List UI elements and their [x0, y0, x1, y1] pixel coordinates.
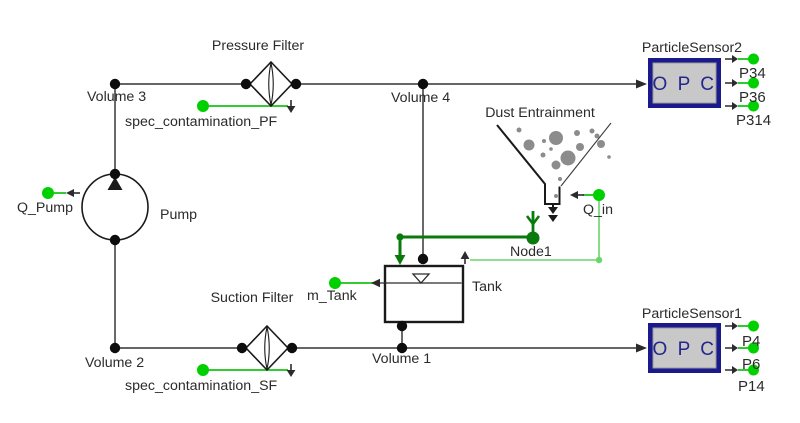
qin-routing[interactable] [460, 196, 603, 264]
dust-particles [516, 127, 611, 198]
tank-port-up-arrow-icon [460, 251, 470, 259]
left-arrow-icon [66, 189, 74, 197]
port-label-p14: P14 [738, 378, 765, 395]
node1-corner-dot[interactable] [396, 233, 404, 241]
down-arrow-icon [286, 106, 296, 113]
sensor-output-ports[interactable] [725, 53, 759, 112]
port-label-p6: P6 [742, 356, 760, 373]
volume3-label: Volume 3 [87, 89, 146, 105]
pump-component[interactable] [81, 173, 149, 241]
signal-q-pump[interactable] [42, 187, 80, 199]
signal-dot[interactable] [329, 277, 341, 289]
pressure-filter-component[interactable] [248, 60, 294, 108]
dust-entrainment-component[interactable] [496, 122, 612, 222]
suction-filter-label: Suction Filter [211, 290, 294, 306]
left-arrow-icon [570, 191, 578, 199]
dust-entrainment-label: Dust Entrainment [485, 105, 595, 121]
volume1-label: Volume 1 [372, 351, 431, 367]
junction-dot-tank-top[interactable] [417, 253, 429, 265]
spec-contamination-sf-label: spec_contamination_SF [125, 378, 278, 394]
port-dot[interactable] [748, 364, 759, 376]
sensor-face[interactable] [652, 327, 717, 369]
junction-dot-sf-right[interactable] [286, 342, 298, 354]
signal-q-in[interactable] [570, 189, 605, 201]
port-dot[interactable] [748, 342, 759, 354]
qin-corner-dot[interactable] [595, 256, 603, 264]
arrow-into-sensor1 [636, 343, 647, 353]
particle-sensor1-label: ParticleSensor1 [642, 306, 742, 322]
sensor-face[interactable] [652, 62, 717, 104]
node1-connections[interactable] [394, 211, 541, 265]
arrow-into-sensor2 [636, 79, 647, 89]
signal-spec-contamination-pf[interactable] [197, 100, 296, 113]
particle-sensor1-component[interactable]: O P C P4 P6 P14 [648, 320, 765, 396]
port-dot[interactable] [748, 77, 759, 89]
signal-dot[interactable] [197, 100, 209, 112]
junction-dot-pump-top[interactable] [109, 168, 121, 180]
q-in-label: Q_in [583, 202, 613, 218]
funnel-right-wall[interactable] [560, 122, 612, 187]
node1-arrow-into-tank-icon [394, 255, 406, 265]
port-label-p34: P34 [739, 65, 766, 82]
tank-level-icon [411, 273, 431, 284]
sensor-opc-text: O P C [653, 74, 717, 95]
junction-dot-pf-right[interactable] [290, 78, 302, 90]
port-dot[interactable] [748, 320, 759, 332]
funnel-outlet-arrow2-icon [548, 215, 558, 222]
particle-sensor2-component[interactable]: O P C P34 P36 P314 [648, 53, 771, 130]
junction-dot-volume3[interactable] [109, 78, 121, 90]
sensor-opc-text: O P C [653, 339, 717, 360]
junction-dot-tank-bottom[interactable] [396, 320, 408, 332]
q-pump-label: Q_Pump [17, 200, 73, 216]
down-arrow-icon [286, 370, 296, 377]
hydraulic-lines[interactable] [114, 83, 636, 349]
funnel-left-wall[interactable] [496, 124, 561, 205]
pump-label: Pump [160, 207, 197, 223]
port-label-p4: P4 [742, 333, 760, 350]
port-arrow-icon [732, 322, 738, 330]
suction-filter-component[interactable] [244, 324, 290, 372]
filter-element-icon [268, 62, 274, 106]
volume2-label: Volume 2 [85, 355, 144, 371]
funnel-outlet-arrow-icon [548, 207, 558, 214]
particle-sensor2-label: ParticleSensor2 [642, 40, 742, 56]
filter-element-icon [264, 326, 270, 370]
signal-spec-contamination-sf[interactable] [197, 364, 296, 377]
junction-dot-volume4[interactable] [417, 78, 429, 90]
pressure-filter-label: Pressure Filter [212, 38, 305, 54]
filter-diamond[interactable] [244, 324, 290, 372]
node1-label: Node1 [510, 244, 552, 260]
port-label-p36: P36 [739, 89, 766, 106]
spec-contamination-pf-label: spec_contamination_PF [125, 114, 278, 130]
node1-down-arrow-icon [525, 215, 541, 227]
node1-node-dot[interactable] [526, 231, 540, 245]
signal-m-tank[interactable] [329, 277, 380, 289]
port-arrow-icon [732, 366, 738, 374]
pump-direction-icon [107, 177, 123, 190]
signal-dot[interactable] [197, 364, 209, 376]
tank-label: Tank [472, 279, 503, 295]
port-label-p314: P314 [736, 112, 771, 129]
junction-dot-volume1[interactable] [396, 342, 408, 354]
junction-dot-volume2[interactable] [109, 342, 121, 354]
port-arrow-icon [732, 102, 738, 110]
port-dot[interactable] [748, 100, 759, 112]
sensor-output-ports[interactable] [725, 320, 759, 376]
volume4-label: Volume 4 [391, 90, 450, 106]
m-tank-label: m_Tank [307, 288, 358, 304]
port-arrow-icon [732, 55, 738, 63]
junction-dot-sf-left[interactable] [236, 342, 248, 354]
filter-diamond[interactable] [248, 60, 294, 108]
port-dot[interactable] [748, 53, 759, 65]
port-arrow-icon [732, 344, 738, 352]
signal-dot[interactable] [593, 189, 605, 201]
junction-dots[interactable] [109, 78, 429, 354]
port-arrow-icon [732, 79, 738, 87]
tank-component[interactable] [377, 264, 465, 324]
junction-dot-pf-left[interactable] [240, 78, 252, 90]
junction-dot-pump-bottom[interactable] [109, 234, 121, 246]
signal-dot[interactable] [42, 187, 54, 199]
left-arrow-icon [371, 278, 380, 288]
